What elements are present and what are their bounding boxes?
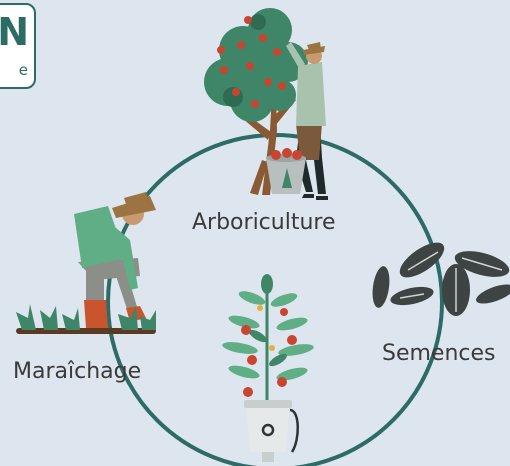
seedlings-icon bbox=[16, 304, 156, 334]
sunflower-seeds-icon bbox=[372, 242, 510, 316]
logo-small-text: e bbox=[18, 61, 28, 79]
logo-badge: N e bbox=[0, 3, 36, 89]
apple-tree-icon bbox=[204, 8, 308, 195]
label-arboriculture: Arboriculture bbox=[192, 210, 336, 235]
tomato-plant-icon bbox=[222, 274, 314, 402]
label-semences: Semences bbox=[382, 341, 496, 366]
label-maraichage: Maraîchage bbox=[13, 359, 142, 384]
fruit-basket-icon bbox=[266, 148, 306, 194]
gardener-icon bbox=[74, 192, 156, 328]
irrigation-pot-icon bbox=[244, 400, 299, 462]
logo-letter: N bbox=[0, 10, 29, 54]
